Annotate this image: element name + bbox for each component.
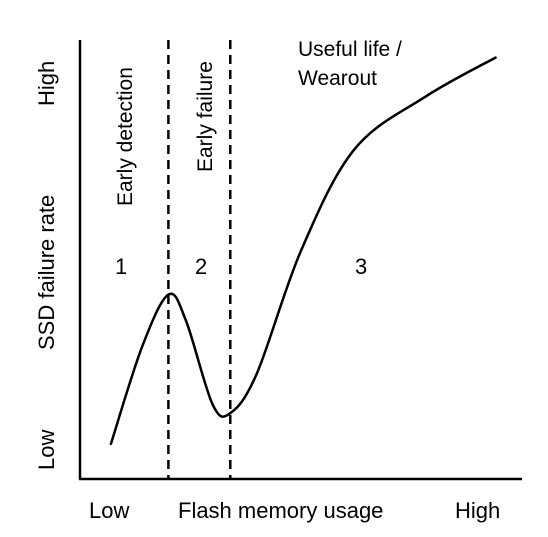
phase-2-label: Early failure: [194, 61, 217, 172]
x-tick-high: High: [455, 498, 500, 523]
phase-3-label-line2: Wearout: [298, 67, 377, 90]
x-tick-low: Low: [89, 498, 129, 523]
y-tick-high: High: [34, 61, 59, 106]
phase-3-number: 3: [355, 254, 367, 279]
phase-2-number: 2: [195, 254, 207, 279]
phase-3-label-line1: Useful life /: [298, 38, 402, 61]
failure-rate-curve: [109, 56, 497, 446]
phase-1-label: Early detection: [114, 67, 137, 206]
x-axis-label: Flash memory usage: [178, 498, 383, 523]
phase-1-number: 1: [115, 254, 127, 279]
phase-dividers: [167, 40, 232, 479]
y-tick-low: Low: [34, 430, 59, 470]
y-axis-label: SSD failure rate: [34, 195, 59, 350]
